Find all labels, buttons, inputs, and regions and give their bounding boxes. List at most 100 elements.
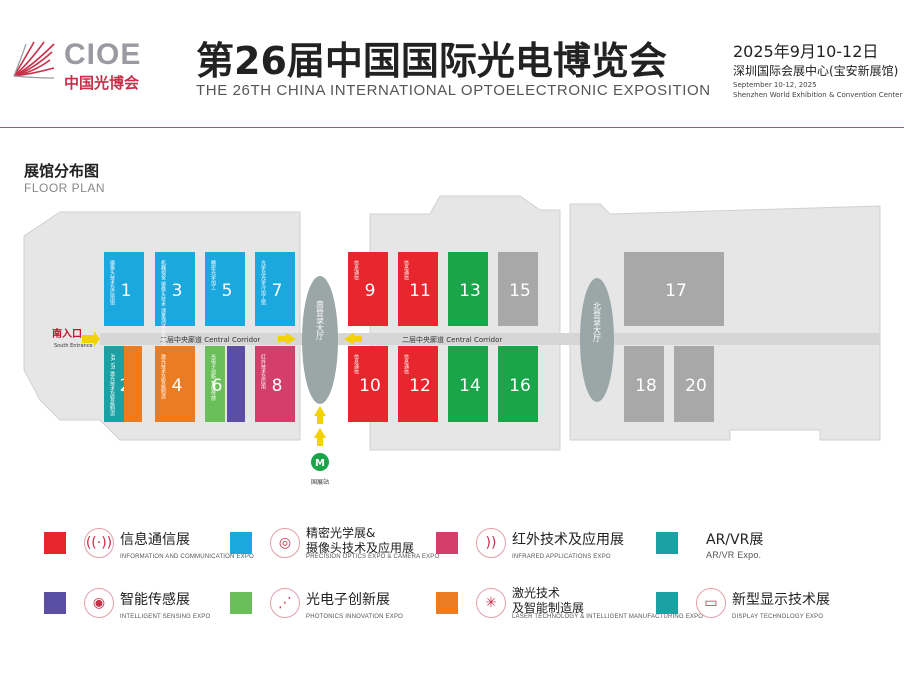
arrow-right-1 bbox=[344, 333, 362, 345]
hall-15[interactable]: 15 bbox=[498, 252, 538, 326]
legend-swatch bbox=[656, 592, 678, 614]
legend-swatch bbox=[44, 532, 66, 554]
hall-13-block bbox=[448, 252, 488, 326]
logo-text: CIOE bbox=[64, 38, 142, 71]
north-lobby bbox=[580, 278, 614, 402]
hall-12-label: 信息通信 bbox=[403, 353, 409, 375]
logo-chinese-text: 中国光博会 bbox=[64, 74, 140, 92]
hall-10-number: 10 bbox=[359, 376, 381, 396]
legend-label: 智能传感展 bbox=[120, 592, 190, 608]
hall-9-label: 信息通信 bbox=[353, 259, 359, 281]
hall-11-block bbox=[398, 252, 438, 326]
hall-9-block bbox=[348, 252, 388, 326]
floor-plan-title: 展馆分布图 bbox=[24, 162, 100, 180]
hall-20-number: 20 bbox=[685, 376, 707, 396]
legend-english-label: INTELLIGENT SENSING EXPO bbox=[120, 614, 211, 620]
legend-swatch bbox=[436, 532, 458, 554]
hall-6-block bbox=[205, 346, 225, 422]
hall-3[interactable]: 3 机器视觉 摄像头技术 测量测试 显示技术 bbox=[155, 252, 195, 351]
hall-8-label: 红外技术及应用 bbox=[260, 353, 266, 390]
hall-4-label: 激光技术及智能制造 bbox=[160, 353, 166, 400]
south-lobby-label: 南登录大厅 bbox=[316, 299, 325, 340]
hall-18[interactable]: 18 bbox=[624, 346, 664, 422]
hall-8[interactable]: 8 红外技术及应用 bbox=[255, 346, 295, 422]
hall-10-label: 信息通信 bbox=[353, 353, 359, 375]
hall-18-number: 18 bbox=[635, 376, 657, 396]
hall-17[interactable]: 17 bbox=[624, 252, 724, 326]
hall-5-block bbox=[205, 252, 245, 326]
hall-11-number: 11 bbox=[409, 281, 431, 301]
hall-17-block bbox=[624, 252, 724, 326]
expo-date-chinese: 2025年9月10-12日 bbox=[733, 42, 879, 61]
hall-8-number: 8 bbox=[272, 376, 283, 396]
antenna-icon: ((·)) bbox=[84, 528, 114, 558]
display-icon: ▭ bbox=[696, 588, 726, 618]
corridor-right-label: 二层中央廊道 Central Corridor bbox=[402, 335, 502, 344]
legend-swatch bbox=[656, 532, 678, 554]
infrared-icon: )) bbox=[476, 528, 506, 558]
hall-20-block bbox=[674, 346, 714, 422]
hall-3-number: 3 bbox=[172, 281, 183, 301]
legend-label: 光电子创新展 bbox=[306, 592, 390, 608]
hall-1-label: 摄像头技术及应用馆 bbox=[109, 259, 115, 306]
hall-20[interactable]: 20 bbox=[674, 346, 714, 422]
hall-14-number: 14 bbox=[459, 376, 481, 396]
legend-english-label: LASER TECHNOLOGY & INTELLIGENT MANUFACTU… bbox=[512, 614, 704, 620]
metro-icon-glyph: M bbox=[315, 458, 325, 469]
hall-13-number: 13 bbox=[459, 281, 481, 301]
hall-6-number: 6 bbox=[212, 376, 223, 396]
legend-english-label: DISPLAY TECHNOLOGY EXPO bbox=[732, 614, 824, 620]
network-icon: ⋰ bbox=[270, 588, 300, 618]
hall-2-label: AR VR 激光技术及智能制造 bbox=[109, 354, 115, 417]
hall-2-laser-block bbox=[124, 346, 142, 422]
hall-7-block bbox=[255, 252, 295, 326]
legend-label: 激光技术 bbox=[512, 586, 561, 600]
hall-16-block bbox=[498, 346, 538, 422]
hall-13[interactable]: 13 bbox=[448, 252, 488, 326]
legend-label: 红外技术及应用展 bbox=[512, 532, 624, 548]
legend-label-line2: 摄像头技术及应用展 bbox=[306, 541, 415, 555]
arrow-left-1 bbox=[278, 333, 296, 345]
legend-english-label: PHOTONICS INNOVATION EXPO bbox=[306, 614, 404, 620]
hall-1-block bbox=[104, 252, 144, 326]
hall-6-label: 光电子创新 智能传感 bbox=[210, 353, 216, 401]
legend-swatch bbox=[230, 592, 252, 614]
legend-label-line2: 及智能制造展 bbox=[512, 601, 585, 615]
metro-station-label: 国展站 bbox=[311, 478, 329, 486]
hall-8-block bbox=[255, 346, 295, 422]
expo-venue-chinese: 深圳国际会展中心(宝安新展馆) bbox=[733, 64, 899, 78]
entrance-arrow bbox=[82, 331, 100, 347]
hall-18-block bbox=[624, 346, 664, 422]
expo-title-chinese: 第26届中国国际光电博览会 bbox=[196, 39, 667, 83]
legend-label: AR/VR展 bbox=[706, 532, 764, 548]
corridor-left-label: 二层中央廊道 Central Corridor bbox=[160, 335, 260, 344]
north-lobby-label: 北登录大厅 bbox=[593, 302, 602, 342]
hall-14-block bbox=[448, 346, 488, 422]
hall-14[interactable]: 14 bbox=[448, 346, 488, 422]
south-entrance-label: 南入口 bbox=[52, 327, 82, 340]
hall-9-number: 9 bbox=[365, 281, 376, 301]
eye-icon: ◉ bbox=[84, 588, 114, 618]
hall-9[interactable]: 9 信息通信 bbox=[348, 252, 388, 326]
legend-label: 新型显示技术展 bbox=[732, 592, 830, 608]
expo-venue-english: Shenzhen World Exhibition & Convention C… bbox=[733, 91, 903, 99]
arrow-up-1 bbox=[314, 406, 326, 424]
hall-15-block bbox=[498, 252, 538, 326]
south-lobby bbox=[302, 276, 338, 404]
hall-16-number: 16 bbox=[509, 376, 531, 396]
hall-16[interactable]: 16 bbox=[498, 346, 538, 422]
south-entrance-english: South Entrance bbox=[54, 343, 93, 349]
hall-12-number: 12 bbox=[409, 376, 431, 396]
hall-3-label: 机器视觉 摄像头技术 测量测试 显示技术 bbox=[160, 259, 166, 351]
legend-english-label: PRECISION OPTICS EXPO & CAMERA EXPO bbox=[306, 554, 440, 560]
hall-11-label: 信息通信 bbox=[403, 259, 409, 281]
